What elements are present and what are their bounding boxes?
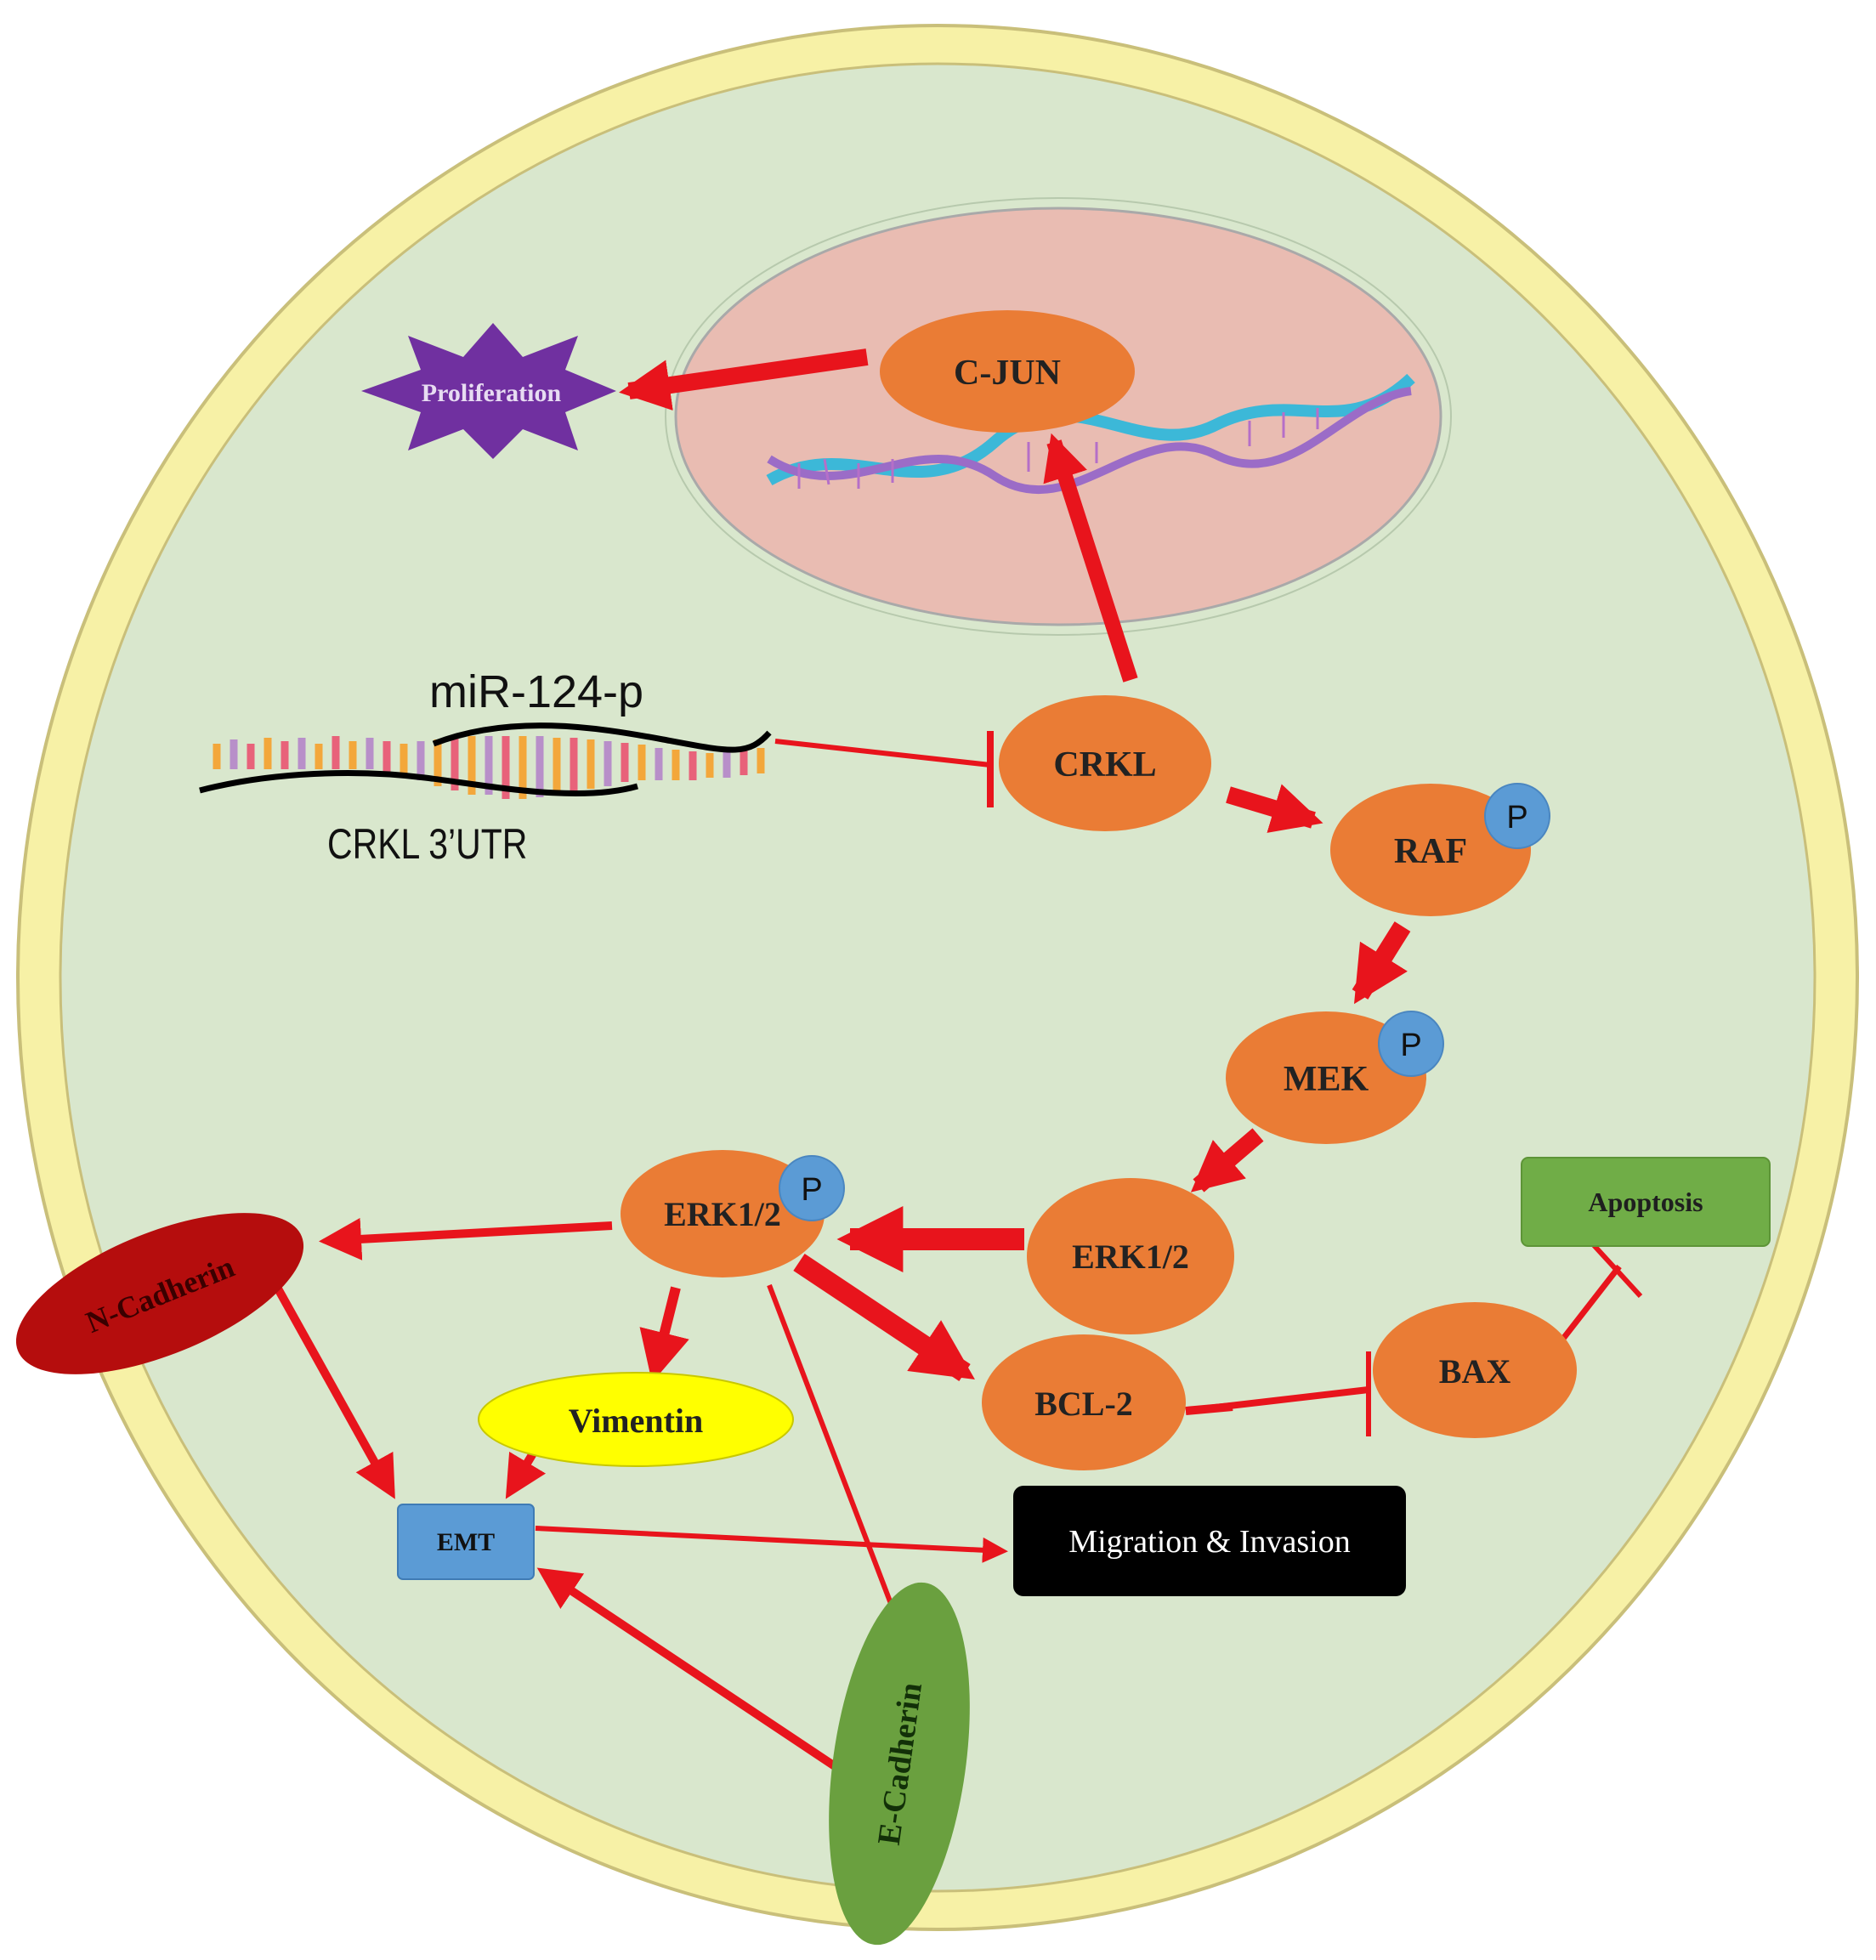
arrow-ncadherin-emt bbox=[266, 1272, 395, 1499]
vimentin-node: Vimentin bbox=[478, 1372, 794, 1467]
bcl2-label: BCL-2 bbox=[1034, 1385, 1133, 1423]
migration-node: Migration & Invasion bbox=[1013, 1486, 1406, 1596]
mirna-duplex bbox=[199, 722, 772, 799]
utr-strand bbox=[199, 770, 638, 797]
arrow-emt-migration bbox=[535, 1526, 1008, 1563]
raf-phospho-badge bbox=[1484, 783, 1550, 849]
mek-node: MEK P bbox=[1226, 1011, 1444, 1144]
emt-node: EMT bbox=[397, 1504, 535, 1580]
arrow-crkl-cjun bbox=[1043, 433, 1138, 683]
bax-node: BAX bbox=[1373, 1302, 1577, 1438]
erk-phospho-badge-label: P bbox=[801, 1172, 822, 1208]
inhibit-erkp-ecadherin bbox=[767, 1283, 899, 1621]
mirna-strand bbox=[432, 722, 772, 753]
apoptosis-label: Apoptosis bbox=[1588, 1187, 1703, 1217]
arrow-raf-mek bbox=[1352, 921, 1411, 1005]
arrow-erkp-bcl2 bbox=[793, 1254, 975, 1381]
ecadherin-node: E-Cadherin bbox=[829, 1582, 970, 1946]
bax-label: BAX bbox=[1439, 1352, 1511, 1391]
inhibit-mirna-crkl bbox=[774, 739, 991, 768]
raf-node: RAF P bbox=[1330, 783, 1550, 916]
crkl-label: CRKL bbox=[1053, 745, 1156, 785]
arrow-crkl-raf bbox=[1226, 784, 1323, 833]
ncadherin-node: N-Cadherin bbox=[15, 1213, 304, 1374]
mek-label: MEK bbox=[1284, 1060, 1369, 1099]
arrow-erkp-ncadherin bbox=[319, 1217, 613, 1260]
bcl2-node: BCL-2 bbox=[982, 1334, 1186, 1470]
proliferation-node: Proliferation bbox=[361, 323, 616, 459]
crkl-node: CRKL bbox=[999, 695, 1211, 831]
utr-label: CRKL 3’UTR bbox=[327, 820, 527, 868]
arrow-mek-erk bbox=[1190, 1128, 1264, 1192]
arrow-erkp-vimentin bbox=[639, 1286, 689, 1383]
raf-label: RAF bbox=[1394, 832, 1467, 871]
inhibit-bax-apoptosis bbox=[1557, 1264, 1622, 1345]
erk-node: ERK1/2 bbox=[1027, 1178, 1234, 1334]
erk-label: ERK1/2 bbox=[1072, 1238, 1189, 1276]
arrow-vimentin-emt bbox=[505, 1447, 547, 1499]
erk-phospho-badge bbox=[779, 1155, 845, 1221]
migration-label: Migration & Invasion bbox=[1068, 1524, 1350, 1560]
cjun-node: C-JUN bbox=[880, 310, 1135, 433]
raf-phospho-label: P bbox=[1506, 800, 1527, 836]
mek-phospho-label: P bbox=[1400, 1028, 1421, 1063]
arrow-cjun-proliferation bbox=[619, 348, 869, 411]
apoptosis-node: Apoptosis bbox=[1521, 1157, 1771, 1247]
nucleus-outline bbox=[665, 197, 1452, 636]
vimentin-label: Vimentin bbox=[569, 1402, 704, 1440]
cjun-label: C-JUN bbox=[954, 354, 1061, 393]
proliferation-label: Proliferation bbox=[422, 379, 562, 407]
mek-phospho-badge bbox=[1378, 1011, 1444, 1077]
emt-label: EMT bbox=[437, 1528, 495, 1556]
mirna-label: miR-124-p bbox=[429, 666, 643, 717]
arrow-ecadherin-emt bbox=[536, 1567, 853, 1781]
dna-helix-icon bbox=[766, 373, 1415, 495]
erk-phospho-label: ERK1/2 bbox=[664, 1195, 781, 1233]
erk-phospho-node: ERK1/2 P bbox=[621, 1150, 845, 1277]
